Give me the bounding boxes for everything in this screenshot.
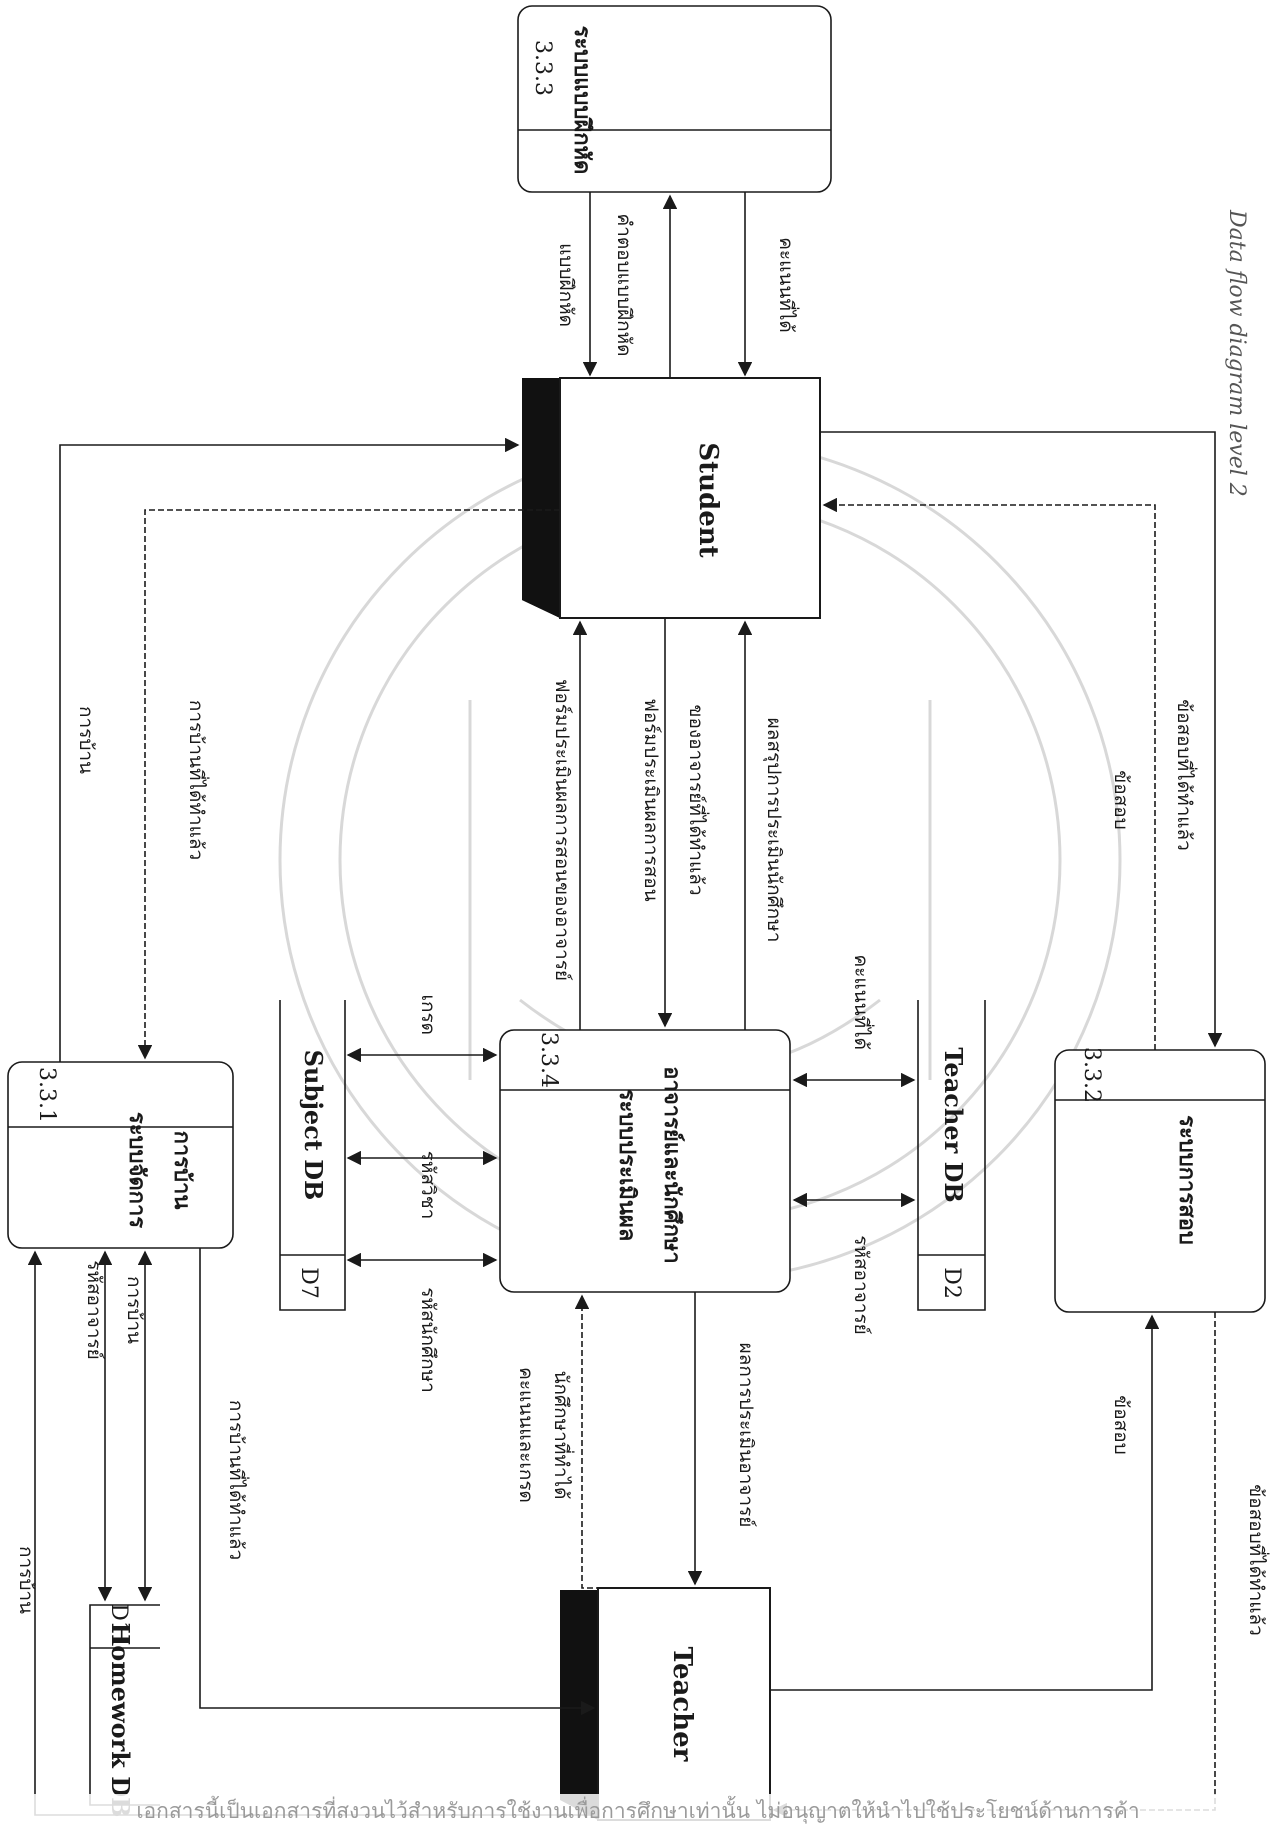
process-3-3-3[interactable]: 3.3.3 ระบบแบบฝึกหัด — [517, 5, 832, 193]
svg-text:คะแนนและเกรด: คะแนนและเกรด — [515, 1367, 537, 1503]
process-3-3-2[interactable]: 3.3.2 ระบบการสอบ — [1054, 1047, 1266, 1313]
svg-text:คะแนนที่ได้: คะแนนที่ได้ — [850, 954, 875, 1050]
flow-exam-done: ข้อสอบที่ได้ทำแล้ว — [822, 497, 1198, 1050]
flow-subject-code: รหัสวิชา — [346, 1151, 498, 1220]
store-teacher-db[interactable]: D2 Teacher DB — [917, 1000, 986, 1311]
flow-exercise: แบบฝึกหัด — [555, 192, 598, 377]
flow-exercise-answer: คำตอบแบบฝึกหัด — [613, 194, 678, 378]
flow-score-received: คะแนนที่ได้ — [737, 192, 800, 377]
footer-notice: เอกสารนี้เป็นเอกสารที่สงวนไว้สำหรับการใช… — [0, 1794, 1277, 1826]
svg-text:ข้อสอบ: ข้อสอบ — [1110, 770, 1132, 829]
teacher-label: Teacher — [667, 1647, 697, 1762]
svg-text:รหัสอาจารย์: รหัสอาจารย์ — [850, 1235, 872, 1335]
svg-text:รหัสนักศึกษา: รหัสนักศึกษา — [417, 1287, 439, 1393]
store-id: D2 — [939, 1267, 964, 1299]
svg-text:ของอาจารย์ที่ได้ทำแล้ว: ของอาจารย์ที่ได้ทำแล้ว — [685, 704, 710, 895]
store-name: Teacher DB — [939, 1047, 968, 1202]
process-name-2: การบ้าน — [169, 1131, 195, 1210]
process-name: ระบบแบบฝึกหัด — [569, 26, 595, 175]
student-label: Student — [693, 442, 723, 557]
svg-text:การบ้าน: การบ้าน — [75, 706, 97, 774]
flow-student-eval-summary: ผลสรุปการประเมินนักศึกษา — [737, 620, 785, 1030]
flow-exam: ข้อสอบ — [820, 431, 1223, 1048]
flow-teacher-eval-result: ผลการประเมินอาจารย์ — [687, 1292, 757, 1586]
svg-text:ข้อสอบที่ได้ทำแล้ว: ข้อสอบที่ได้ทำแล้ว — [1245, 1484, 1270, 1636]
flow-homework-done-top: การบ้านที่ได้ทำแล้ว — [137, 509, 560, 1060]
store-name: Subject DB — [299, 1050, 328, 1201]
store-id: D11 — [106, 1603, 131, 1649]
svg-text:ข้อสอบที่ได้ทำแล้ว: ข้อสอบที่ได้ทำแล้ว — [1173, 699, 1198, 851]
svg-text:รหัสอาจารย์: รหัสอาจารย์ — [83, 1260, 105, 1360]
flow-teacher-score: คะแนนที่ได้ — [792, 954, 916, 1088]
flow-grade: เกรด — [346, 994, 498, 1063]
flow-student-code: รหัสนักศึกษา — [346, 1252, 498, 1393]
svg-text:ฟอร์มประเมินผลการสอนของอาจารย์: ฟอร์มประเมินผลการสอนของอาจารย์ — [551, 679, 573, 981]
svg-text:รหัสวิชา: รหัสวิชา — [417, 1151, 439, 1220]
process-id: 3.3.1 — [34, 1067, 59, 1123]
flow-teacher-code-hw: รหัสอาจารย์ — [83, 1250, 113, 1602]
flow-homework-done-left: การบ้านที่ได้ทำแล้ว — [199, 1248, 596, 1716]
svg-text:การบ้าน: การบ้าน — [123, 1276, 145, 1344]
process-name: ระบบประเมินผล — [614, 1089, 640, 1242]
svg-text:ฟอร์มประเมินผลการสอน: ฟอร์มประเมินผลการสอน — [640, 698, 662, 901]
store-id: D7 — [296, 1267, 321, 1299]
flow-homework-hw: การบ้าน — [123, 1250, 153, 1602]
flow-score-grade: คะแนนและเกรด นักศึกษาที่ทำได้ — [515, 1294, 620, 1589]
svg-text:นักศึกษาที่ทำได้: นักศึกษาที่ทำได้ — [550, 1371, 575, 1500]
svg-text:ผลสรุปการประเมินนักศึกษา: ผลสรุปการประเมินนักศึกษา — [762, 718, 785, 943]
process-id: 3.3.2 — [1079, 1047, 1104, 1103]
svg-text:การบ้านที่ได้ทำแล้ว: การบ้านที่ได้ทำแล้ว — [225, 1400, 250, 1560]
process-3-3-1[interactable]: 3.3.1 ระบบจัดการ การบ้าน — [7, 1061, 234, 1249]
flow-exam-done-bottom: ข้อสอบที่ได้ทำแล้ว — [772, 1312, 1270, 1818]
svg-text:เอกสารนี้เป็นเอกสารที่สงวนไว้ส: เอกสารนี้เป็นเอกสารที่สงวนไว้สำหรับการใช… — [136, 1796, 1139, 1824]
store-name: Homework DB — [106, 1623, 135, 1818]
flow-homework-top: การบ้าน — [59, 437, 520, 1062]
svg-text:เกรด: เกรด — [417, 994, 439, 1035]
flow-teacher-eval-form: ฟอร์มประเมินผลการสอนของอาจารย์ — [551, 620, 588, 1030]
svg-text:คะแนนที่ได้: คะแนนที่ได้ — [775, 237, 800, 333]
process-id: 3.3.3 — [530, 40, 555, 96]
svg-text:แบบฝึกหัด: แบบฝึกหัด — [555, 243, 577, 327]
diagram-title: Data flow diagram level 2 — [1224, 209, 1249, 497]
process-name: ระบบจัดการ — [124, 1112, 150, 1228]
flow-exam-bottom: ข้อสอบ — [770, 1314, 1160, 1691]
process-name: ระบบการสอบ — [1174, 1115, 1200, 1245]
store-homework-db[interactable]: D11 Homework DB — [89, 1603, 160, 1818]
store-subject-db[interactable]: D7 Subject DB — [279, 1000, 346, 1311]
svg-text:การบ้าน: การบ้าน — [15, 1546, 37, 1614]
teacher-entity[interactable]: Teacher — [560, 1587, 771, 1821]
process-id: 3.3.4 — [536, 1032, 561, 1088]
process-name-2: อาจารย์และนักศึกษา — [659, 1066, 685, 1264]
svg-text:Data flow diagram level 2: Data flow diagram level 2 — [1224, 209, 1249, 497]
svg-text:คำตอบแบบฝึกหัด: คำตอบแบบฝึกหัด — [613, 213, 635, 356]
flow-teaching-eval-form: ฟอร์มประเมินผลการสอน ของอาจารย์ที่ได้ทำแ… — [640, 618, 710, 1028]
flow-teacher-code: รหัสอาจารย์ — [792, 1192, 916, 1335]
svg-text:ข้อสอบ: ข้อสอบ — [1110, 1395, 1132, 1454]
svg-text:การบ้านที่ได้ทำแล้ว: การบ้านที่ได้ทำแล้ว — [185, 700, 210, 860]
svg-text:ผลการประเมินอาจารย์: ผลการประเมินอาจารย์ — [735, 1343, 757, 1528]
process-3-3-4[interactable]: 3.3.4 ระบบประเมินผล อาจารย์และนักศึกษา — [499, 1029, 791, 1293]
student-entity[interactable]: Student — [522, 377, 821, 619]
